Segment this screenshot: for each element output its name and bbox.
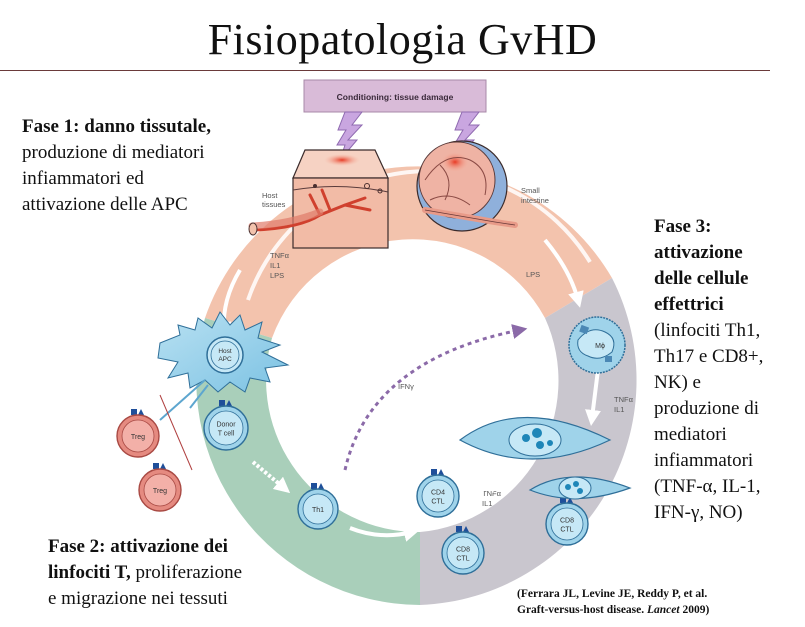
arrow-donor-to-th1	[251, 460, 291, 494]
host-tissues-label: Host	[262, 191, 278, 200]
phase1-heading: Fase 1: danno tissutale,	[22, 116, 211, 137]
treg-cell-1: Treg	[116, 409, 160, 458]
svg-text:APC: APC	[218, 356, 232, 363]
mediator-tnf-center: TNFα	[482, 489, 502, 498]
phase3-text: Fase 3: attivazione delle cellule effett…	[654, 216, 764, 523]
cd4-ctl-cell-label: CD4	[431, 490, 445, 497]
host-tissue-illustration	[248, 149, 389, 249]
ifn-gamma-arrow	[343, 324, 528, 471]
donor-t-cell-label: T cell	[218, 431, 235, 438]
host-apc-label: Host	[218, 348, 232, 355]
tcr-receptor-icon	[131, 409, 137, 415]
receptor-icon	[318, 483, 324, 489]
th1-cell-label: Th1	[312, 507, 324, 514]
treg-cell-2: Treg	[138, 463, 182, 512]
arrow-th1-to-ctl	[349, 526, 420, 542]
mediator-il1-center: IL1	[482, 499, 492, 508]
receptor-icon	[160, 463, 166, 469]
th1-cell: Th1	[297, 483, 339, 530]
receptor-icon	[226, 400, 232, 406]
small-intestine-illustration	[416, 140, 518, 232]
tcr-receptor-icon	[219, 400, 225, 406]
conditioning-box: Conditioning: tissue damage	[303, 79, 487, 113]
ifn-gamma-label: IFNγ	[398, 382, 414, 391]
phase2-heading: Fase 2: attivazione dei	[48, 536, 228, 557]
ring-labels: Host tissues Small intestine TNFα IL1 LP…	[262, 186, 634, 508]
arrow-macrophage-to-target	[585, 369, 601, 426]
phase2-text: Fase 2: attivazione dei linfociti T, pro…	[48, 536, 243, 609]
tcr-receptor-icon	[311, 483, 317, 489]
tcr-receptor-icon	[560, 497, 566, 503]
arrow-to-macrophage	[543, 238, 584, 308]
cd8-ctl-cell-2-label: CD8	[560, 518, 574, 525]
phase3-heading: Fase 3:	[654, 216, 712, 237]
mediator-lps-label: LPS	[270, 271, 284, 280]
treg-inhibition-line	[159, 394, 193, 471]
donor-t-cell: Donor T cell	[203, 400, 249, 451]
conditioning-label: Conditioning: tissue damage	[337, 92, 454, 102]
receptor-icon	[438, 469, 444, 475]
treg-cell-1-label: Treg	[131, 434, 145, 441]
target-cell-large	[458, 417, 612, 460]
title-underline	[0, 70, 770, 71]
treg-cell-2-label: Treg	[153, 488, 167, 495]
receptor-icon	[138, 409, 144, 415]
macrophage-cell: Mϕ	[568, 316, 626, 374]
svg-text:tissues: tissues	[262, 200, 286, 209]
mediator-il1-right: IL1	[614, 405, 624, 414]
slide-title: Fisiopatologia GvHD	[207, 15, 598, 64]
cd8-ctl-cell-1-label: CTL	[456, 556, 469, 563]
citation: (Ferrara JL, Levine JE, Reddy P, et al. …	[517, 588, 710, 616]
cd8-ctl-cell-2-label: CTL	[560, 527, 573, 534]
receptor-icon	[463, 526, 469, 532]
mediator-tnf-label: TNFα	[270, 251, 290, 260]
tcr-receptor-icon	[431, 469, 437, 475]
macrophage-label: Mϕ	[595, 343, 605, 350]
cd4-ctl-cell-label: CTL	[431, 499, 444, 506]
host-apc-cell: Host APC	[157, 311, 290, 421]
arrow-cd4-to-target	[468, 477, 502, 500]
svg-text:intestine: intestine	[521, 196, 549, 205]
lps-right-label: LPS	[526, 270, 540, 279]
phase1-text: Fase 1: danno tissutale, produzione di m…	[22, 116, 211, 215]
cd8-ctl-cell-1-label: CD8	[456, 547, 470, 554]
mediator-tnf-right: TNFα	[614, 395, 634, 404]
receptor-icon	[567, 497, 573, 503]
small-intestine-label: Small	[521, 186, 540, 195]
tcr-receptor-icon	[456, 526, 462, 532]
tcr-receptor-icon	[153, 463, 159, 469]
mediator-il1-label: IL1	[270, 261, 280, 270]
donor-t-cell-label: Donor	[216, 422, 236, 429]
target-cell-small	[528, 476, 632, 500]
